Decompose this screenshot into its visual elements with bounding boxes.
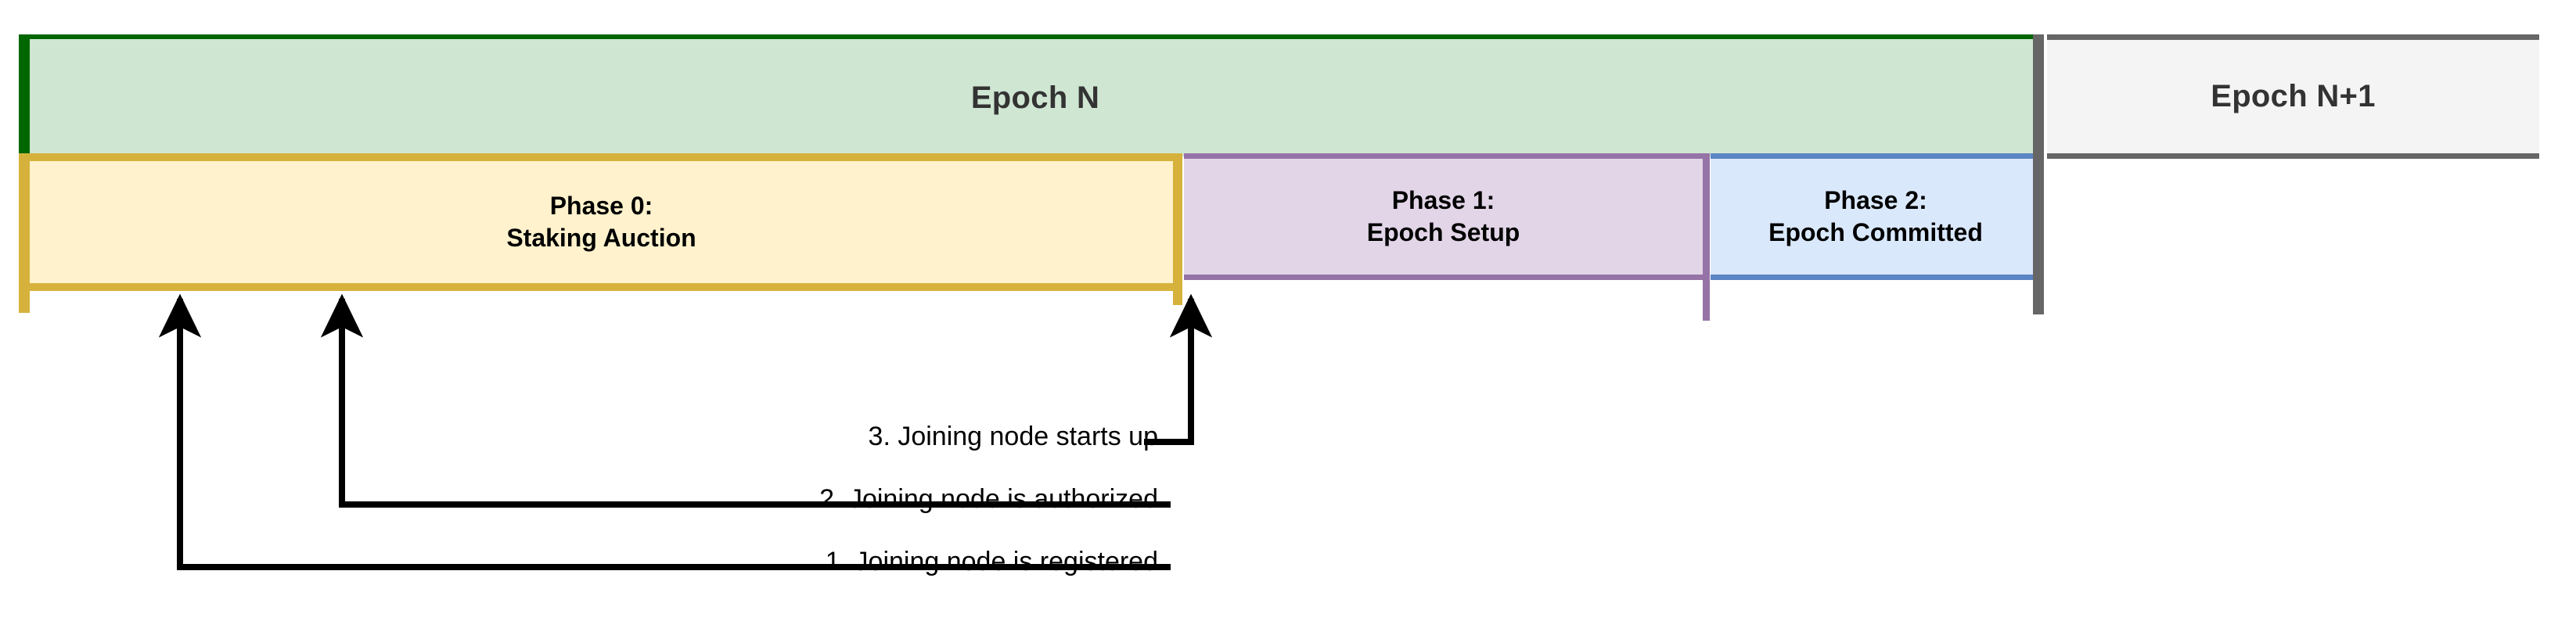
callout-arrow-3 [1144,293,1213,445]
phase-2-title: Phase 2: [1824,186,1927,215]
phase-2-box: Phase 2: Epoch Committed [1711,153,2041,280]
phase-1-subtitle: Epoch Setup [1366,218,1520,246]
epoch-n-plus-1-box: Epoch N+1 [2047,34,2539,159]
phase-2-subtitle: Epoch Committed [1768,218,1983,246]
phase-1-title: Phase 1: [1391,186,1495,215]
phase-0-box: Phase 0: Staking Auction [19,153,1182,291]
epoch-n-label: Epoch N [970,80,1100,115]
epoch-boundary-divider [2033,34,2044,314]
callout-arrow-2 [320,293,1171,508]
epoch-n-box: Epoch N [19,34,2041,156]
phase-0-end-tick [1173,291,1182,305]
phase-1-end-tick [1703,280,1710,321]
epoch-start-tick [19,291,30,313]
callout-label-1: 1. Joining node is registered [825,547,1158,576]
phase-1-box: Phase 1: Epoch Setup [1184,153,1710,280]
phase-0-subtitle: Staking Auction [506,224,696,252]
epoch-n-plus-1-label: Epoch N+1 [2211,79,2376,113]
phase-0-title: Phase 0: [549,192,653,221]
callout-label-2: 2. Joining node is authorized [819,484,1158,514]
callout-label-3: 3. Joining node starts up [868,422,1158,451]
